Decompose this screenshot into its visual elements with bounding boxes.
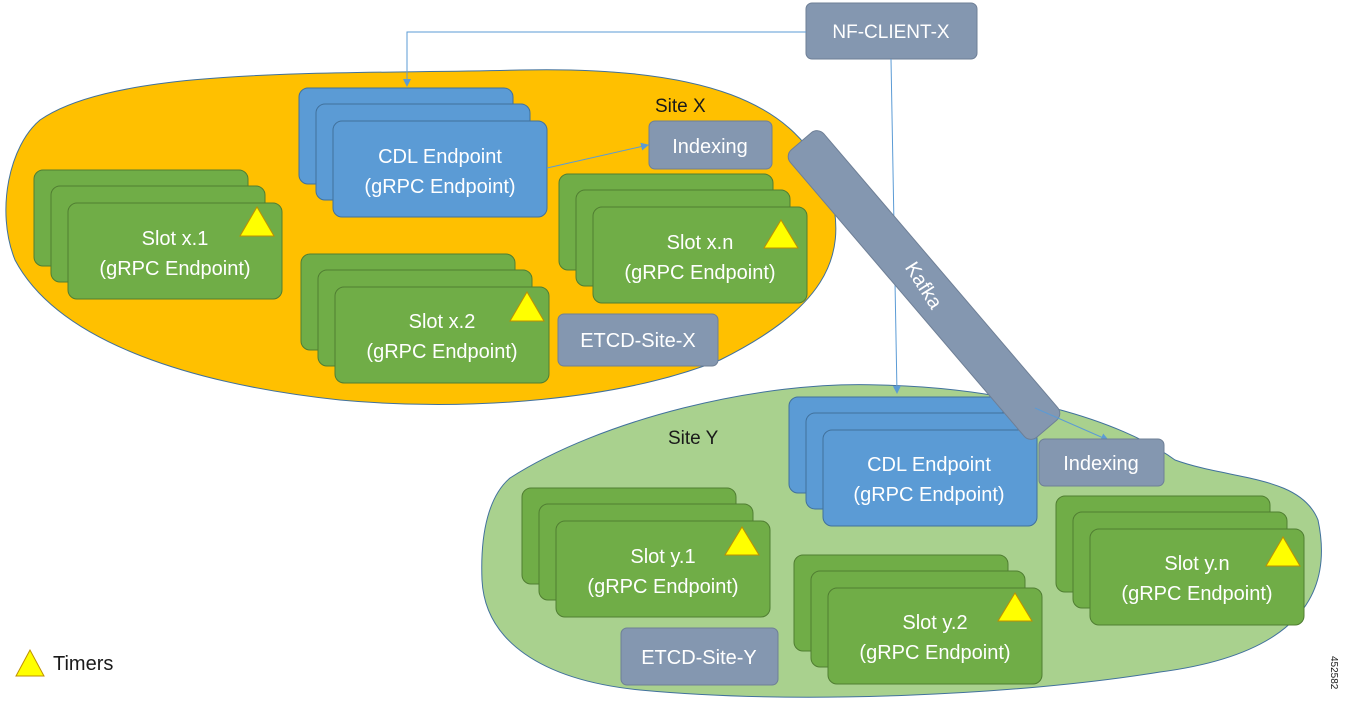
slot-x1-subtitle: (gRPC Endpoint) (99, 258, 250, 280)
timer-icon (1265, 536, 1301, 567)
indexing-x-label: Indexing (672, 136, 748, 158)
timer-icon (763, 219, 799, 249)
slot-yn-subtitle: (gRPC Endpoint) (1121, 583, 1272, 605)
cdl-endpoint-y-title: CDL Endpoint (867, 454, 991, 476)
indexing-y-label: Indexing (1063, 453, 1139, 475)
slot-y1-subtitle: (gRPC Endpoint) (587, 576, 738, 598)
slot-xn-title: Slot x.n (667, 232, 734, 254)
etcd-site-y-label: ETCD-Site-Y (641, 647, 757, 669)
etcd-site-x-label: ETCD-Site-X (580, 330, 696, 352)
timer-icon (239, 206, 275, 237)
indexing-y-box (1038, 438, 1165, 487)
slot-x1-title: Slot x.1 (142, 228, 209, 250)
legend-timers-label: Timers (53, 653, 113, 675)
slot-yn: Slot y.n (gRPC Endpoint) (1055, 495, 1305, 626)
etcd-site-x-box (557, 313, 719, 367)
slot-yn-title: Slot y.n (1164, 553, 1229, 575)
indexing-x-box (648, 120, 773, 170)
timer-icon (509, 291, 545, 322)
timer-icon (724, 526, 760, 556)
slot-y1: Slot y.1 (gRPC Endpoint) (521, 487, 771, 618)
legend-timer-icon (15, 648, 45, 677)
site-y-label: Site Y (668, 428, 719, 449)
etcd-site-y-box (620, 627, 779, 686)
cdl-endpoint-x: CDL Endpoint (gRPC Endpoint) (298, 87, 548, 218)
nf-client-to-cdl-x-arrow (403, 31, 806, 87)
cdl-endpoint-y: CDL Endpoint (gRPC Endpoint) (788, 396, 1038, 527)
slot-y2-title: Slot y.2 (902, 612, 967, 634)
cdl-endpoint-x-subtitle: (gRPC Endpoint) (364, 176, 515, 198)
slot-x1: Slot x.1 (gRPC Endpoint) (33, 169, 283, 300)
slot-y2: Slot y.2 (gRPC Endpoint) (793, 554, 1043, 685)
slot-xn-subtitle: (gRPC Endpoint) (624, 262, 775, 284)
cdl-endpoint-y-subtitle: (gRPC Endpoint) (853, 484, 1004, 506)
slot-y1-title: Slot y.1 (630, 546, 695, 568)
nf-client-label: NF-CLIENT-X (832, 22, 950, 43)
timer-icon (997, 592, 1033, 622)
figure-id: 452582 (1328, 656, 1339, 690)
site-x-label: Site X (655, 96, 706, 117)
slot-y2-subtitle: (gRPC Endpoint) (859, 642, 1010, 664)
slot-x2-subtitle: (gRPC Endpoint) (366, 341, 517, 363)
kafka-to-indexing-y-arrow (1034, 407, 1109, 441)
slot-x2: Slot x.2 (gRPC Endpoint) (300, 253, 550, 384)
slot-x2-title: Slot x.2 (409, 311, 476, 333)
cdl-x-to-indexing-arrow (546, 142, 649, 169)
slot-xn: Slot x.n (gRPC Endpoint) (558, 173, 808, 304)
cdl-endpoint-x-title: CDL Endpoint (378, 146, 502, 168)
